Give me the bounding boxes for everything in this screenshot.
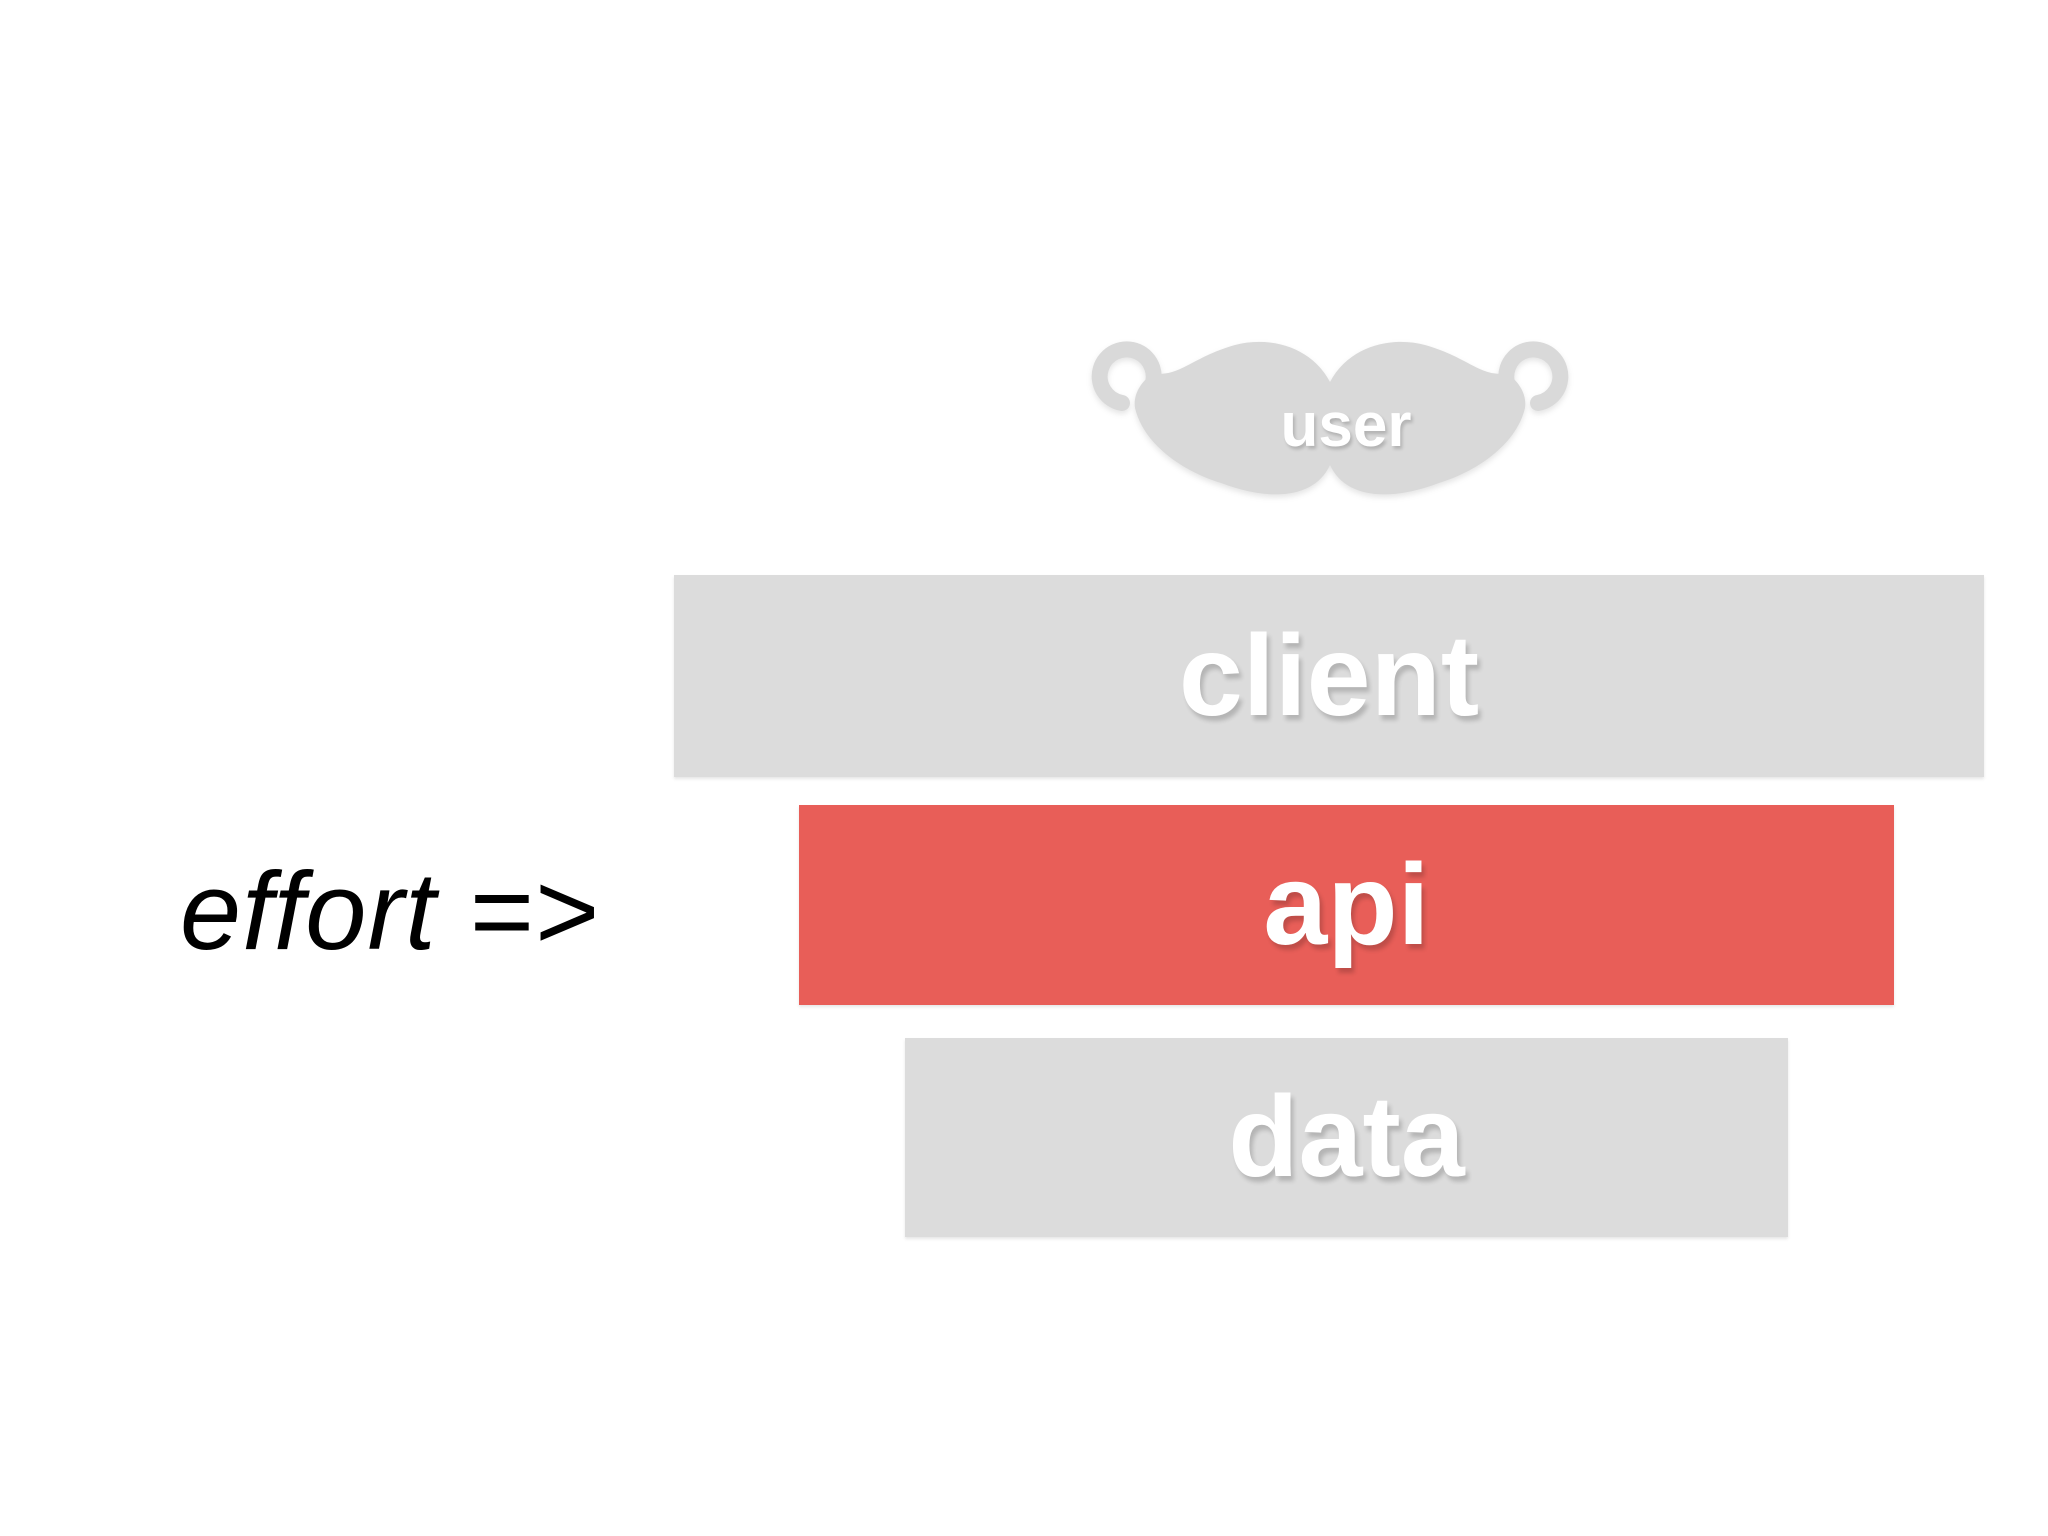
mustache-icon — [1091, 341, 1569, 495]
layer-client-label: client — [1178, 611, 1480, 740]
layer-api: api — [799, 805, 1894, 1005]
layer-api-label: api — [1263, 840, 1430, 969]
user-layer: user — [1085, 330, 1575, 506]
user-label: user — [1280, 391, 1412, 460]
layer-data-label: data — [1228, 1073, 1465, 1201]
layer-client: client — [674, 575, 1984, 777]
effort-label: effort => — [180, 850, 599, 973]
layer-data: data — [905, 1038, 1788, 1237]
